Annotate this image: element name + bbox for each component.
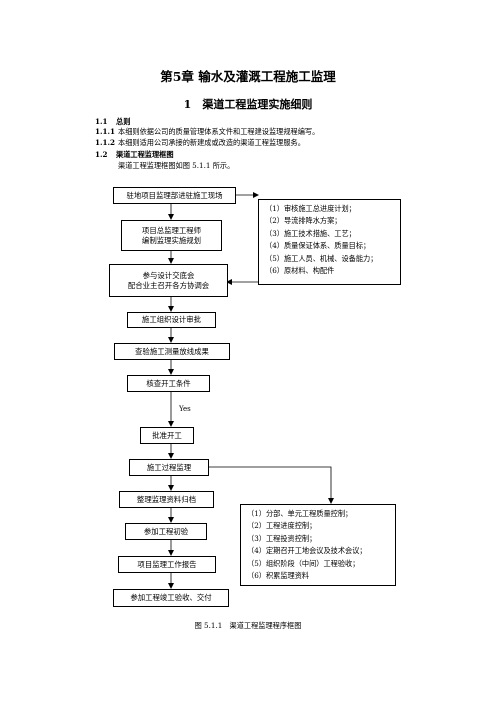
flow-step-process-supervision: 施工过程监理 bbox=[129, 459, 209, 476]
flow-step-work-report: 项目监理工作报告 bbox=[118, 556, 216, 573]
flow-step-label: 驻地项目监理部进驻施工现场 bbox=[126, 190, 223, 200]
notes-supervision-items: （1）分部、单元工程质量控制； （2）工程进度控制； （3）工程投资控制； （4… bbox=[240, 504, 396, 586]
note-line: （1）审核施工总进度计划； bbox=[265, 204, 356, 213]
flow-step-label: 项目总监理工程师 bbox=[141, 225, 202, 235]
note-line: （3）工程投资控制； bbox=[247, 533, 317, 543]
flow-step-label: 施工过程监理 bbox=[146, 462, 192, 472]
arrow-to-lower-notes bbox=[207, 466, 334, 504]
intro-text: 渠道工程监理框图如图 5.1.1 所示。 bbox=[118, 161, 235, 170]
heading-text: 渠道工程监理框图 bbox=[116, 150, 174, 159]
note-line: （5）组织阶段（中间）工程验收； bbox=[247, 558, 360, 568]
flow-step-design-briefing: 参与设计交底会 配合业主召开各方协调会 bbox=[109, 264, 228, 297]
clause-number: 1.1.2 bbox=[95, 138, 116, 147]
note-line: （3）施工技术措施、工艺； bbox=[265, 228, 356, 238]
note-line: （4）定期召开工地会议及技术会议； bbox=[247, 546, 367, 556]
flow-step-monitoring-plan: 项目总监理工程师 编制监理实施规划 bbox=[121, 220, 222, 251]
flow-step-approve-start: 批准开工 bbox=[140, 427, 194, 444]
flow-step-label: 批准开工 bbox=[152, 430, 182, 440]
clause-number: 1.1.1 bbox=[95, 127, 116, 136]
flow-step-label: 编制监理实施规划 bbox=[141, 235, 202, 245]
flow-step-label: 查验施工测量放线成果 bbox=[135, 346, 209, 356]
flow-step-label: 参与设计交底会 bbox=[142, 270, 195, 280]
section-title: 1 渠道工程监理实施细则 bbox=[183, 98, 313, 111]
flow-step-label: 参加工程竣工验收、交付 bbox=[130, 593, 212, 602]
flow-step-construction-plan-approval: 施工组织设计审批 bbox=[127, 312, 216, 328]
flow-step-label: 施工组织设计审批 bbox=[141, 315, 202, 324]
flow-step-enter-site: 驻地项目监理部进驻施工现场 bbox=[113, 187, 236, 204]
note-line: （1）分部、单元工程质量控制； bbox=[247, 509, 353, 518]
heading-number: 1.1 bbox=[95, 117, 108, 126]
note-line: （4）质量保证体系、质量目标； bbox=[265, 241, 371, 251]
clause-text: 本细则适用公司承接的新建成或改造的渠道工程监理服务。 bbox=[118, 138, 305, 147]
note-line: （6）积累监理资料 bbox=[247, 571, 310, 581]
flow-step-label: 配合业主召开各方协调会 bbox=[127, 280, 210, 290]
note-line: （2）导流排降水方案； bbox=[265, 216, 342, 226]
heading-general: 1.1 总则 bbox=[95, 117, 130, 126]
heading-flowchart: 1.2 渠道工程监理框图 bbox=[95, 150, 174, 159]
clause-text: 本细则依据公司的质量管理体系文件和工程建设监理规程编写。 bbox=[118, 127, 320, 136]
note-line: （6）原材料、构配件 bbox=[265, 266, 335, 276]
flow-step-label: 项目监理工作报告 bbox=[137, 559, 197, 569]
note-line: （2）工程进度控制； bbox=[247, 521, 317, 531]
chapter-title: 第5章 输水及灌溉工程施工监理 bbox=[160, 69, 336, 84]
flow-step-label: 整理监理资料归档 bbox=[136, 494, 197, 504]
figure-caption: 图 5.1.1 渠道工程监理程序框图 bbox=[194, 621, 302, 630]
flow-step-final-acceptance: 参加工程竣工验收、交付 bbox=[113, 589, 229, 607]
flow-step-start-conditions: 核查开工条件 bbox=[127, 375, 210, 392]
flow-step-preliminary-acceptance: 参加工程初验 bbox=[125, 523, 207, 540]
heading-number: 1.2 bbox=[95, 150, 108, 159]
heading-text: 总则 bbox=[116, 117, 131, 126]
flow-step-label: 参加工程初验 bbox=[143, 526, 189, 536]
notes-review-items: （1）审核施工总进度计划； （2）导流排降水方案； （3）施工技术措施、工艺； … bbox=[258, 199, 401, 285]
flow-step-archive-records: 整理监理资料归档 bbox=[119, 491, 214, 508]
flow-step-survey-check: 查验施工测量放线成果 bbox=[114, 343, 230, 360]
note-line: （5）施工人员、机械、设备能力； bbox=[265, 253, 378, 263]
flow-step-label: 核查开工条件 bbox=[146, 378, 191, 388]
yes-label: Yes bbox=[179, 405, 191, 413]
